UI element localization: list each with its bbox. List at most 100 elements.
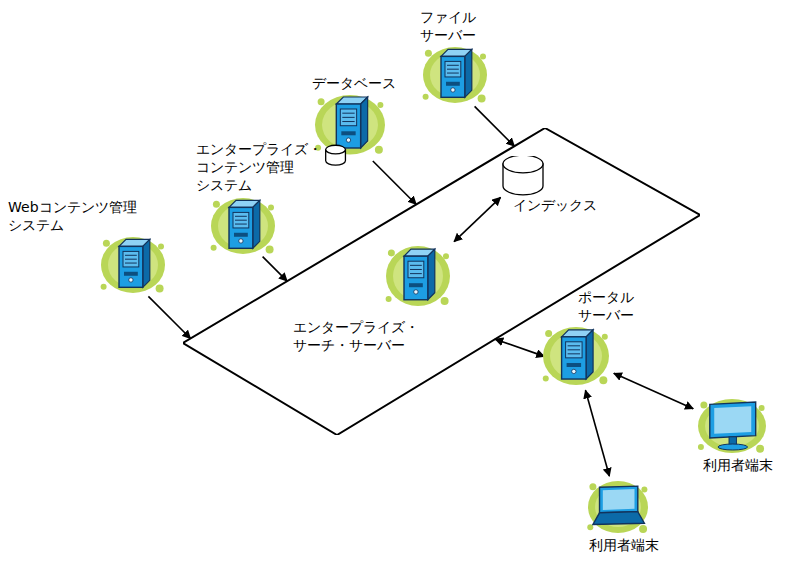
- server-drive: [567, 363, 581, 367]
- node-label: インデックス: [513, 196, 597, 214]
- server-slot: [125, 263, 137, 264]
- server-panel: [445, 62, 461, 78]
- blob-dot: [103, 240, 110, 247]
- blob-dot: [375, 146, 383, 154]
- server-front: [404, 256, 428, 300]
- server-slot: [410, 265, 422, 266]
- server-icon: [420, 44, 490, 106]
- blob-dot: [101, 284, 107, 290]
- server-button: [414, 290, 418, 294]
- server-slot: [568, 350, 580, 351]
- server-drive: [341, 131, 355, 135]
- icon-holder: [383, 243, 453, 309]
- system-node: 利用者端末: [695, 396, 777, 474]
- system-node: ポータル サーバー: [540, 288, 638, 388]
- green-blob: [698, 399, 766, 453]
- server-slot: [410, 273, 422, 274]
- blob-dot: [318, 99, 325, 106]
- blob-dot: [377, 102, 383, 108]
- server-side: [465, 50, 472, 98]
- node-label: エンタープライズ・ サーチ・サーバー: [293, 318, 419, 354]
- server-drive: [124, 272, 138, 276]
- green-blob: [423, 47, 487, 103]
- green-blob-core: [550, 333, 602, 379]
- server-drive: [446, 82, 460, 86]
- server-slot: [235, 215, 247, 216]
- blob-dot: [698, 444, 704, 450]
- blob-dot: [602, 334, 608, 340]
- blob-dot: [158, 244, 164, 250]
- icon-holder: [695, 396, 769, 456]
- system-node: 利用者端末: [585, 478, 663, 554]
- green-blob: [386, 246, 450, 306]
- server-button: [129, 278, 133, 282]
- arrow-connector: [263, 257, 288, 282]
- monitor-icon: [695, 396, 769, 456]
- server-slot: [568, 346, 580, 347]
- cylinder-top: [326, 145, 346, 154]
- server-side: [143, 240, 150, 288]
- server-slot: [235, 219, 247, 220]
- blob-dot: [423, 94, 429, 100]
- cyl-icon: [501, 156, 545, 196]
- green-blob: [588, 481, 648, 533]
- cylinder-top: [503, 156, 543, 173]
- green-blob: [211, 198, 275, 254]
- green-blob: [315, 95, 385, 155]
- label-holder: エンタープライズ・ サーチ・サーバー: [293, 318, 419, 354]
- blob-dot: [700, 402, 707, 409]
- icon-holder: [420, 44, 490, 106]
- server-icon: [383, 243, 453, 309]
- server-slot: [342, 113, 354, 114]
- server-panel: [408, 261, 424, 278]
- system-node: エンタープライズ・ コンテンツ管理 システム: [196, 140, 326, 257]
- green-blob-core: [218, 204, 268, 248]
- server-side: [253, 200, 260, 248]
- green-blob-core: [430, 53, 480, 97]
- server-front: [119, 247, 143, 288]
- server-side: [428, 249, 435, 300]
- blob-dot: [266, 245, 274, 253]
- blob-dot: [759, 405, 765, 411]
- server-panel: [566, 342, 582, 358]
- server-slot: [568, 354, 580, 355]
- blob-dot: [425, 50, 432, 57]
- green-blob: [101, 237, 165, 293]
- server-drive: [234, 232, 248, 236]
- laptop-screen: [603, 489, 635, 510]
- blob-dot: [543, 376, 549, 382]
- db-icon: [312, 92, 388, 172]
- server-slot: [447, 65, 459, 66]
- blob-dot: [388, 249, 395, 256]
- server-button: [451, 88, 455, 92]
- green-blob-core: [108, 243, 158, 287]
- blob-dot: [268, 204, 274, 210]
- server-slot: [125, 255, 137, 256]
- blob-dot: [587, 524, 593, 530]
- icon-holder: [585, 478, 651, 536]
- region-band: エンタープライズ・ サーチ・サーバー インデックス: [183, 128, 700, 435]
- system-node: データベース: [312, 74, 400, 172]
- arrow-connector: [585, 390, 609, 476]
- node-label: ポータル サーバー: [578, 288, 634, 324]
- server-front: [441, 57, 465, 98]
- node-label: ファイル サーバー: [420, 8, 476, 44]
- server-drive: [409, 283, 423, 287]
- node-label: 利用者端末: [703, 456, 773, 474]
- blob-dot: [545, 330, 552, 337]
- blob-dot: [756, 445, 764, 453]
- arrow-connector: [495, 339, 544, 356]
- arrow-connector: [373, 161, 416, 204]
- blob-dot: [639, 525, 647, 533]
- icon-holder: [540, 324, 612, 388]
- blob-dot: [480, 54, 486, 60]
- server-button: [239, 238, 243, 242]
- blob-dot: [213, 200, 220, 207]
- monitor-frame: [710, 402, 756, 438]
- monitor-screen: [714, 406, 751, 434]
- server-side: [586, 330, 593, 379]
- system-node: Webコンテンツ管理 システム: [8, 198, 172, 296]
- blob-dot: [211, 244, 217, 250]
- laptop-icon: [585, 478, 651, 536]
- node-label: データベース: [312, 74, 396, 92]
